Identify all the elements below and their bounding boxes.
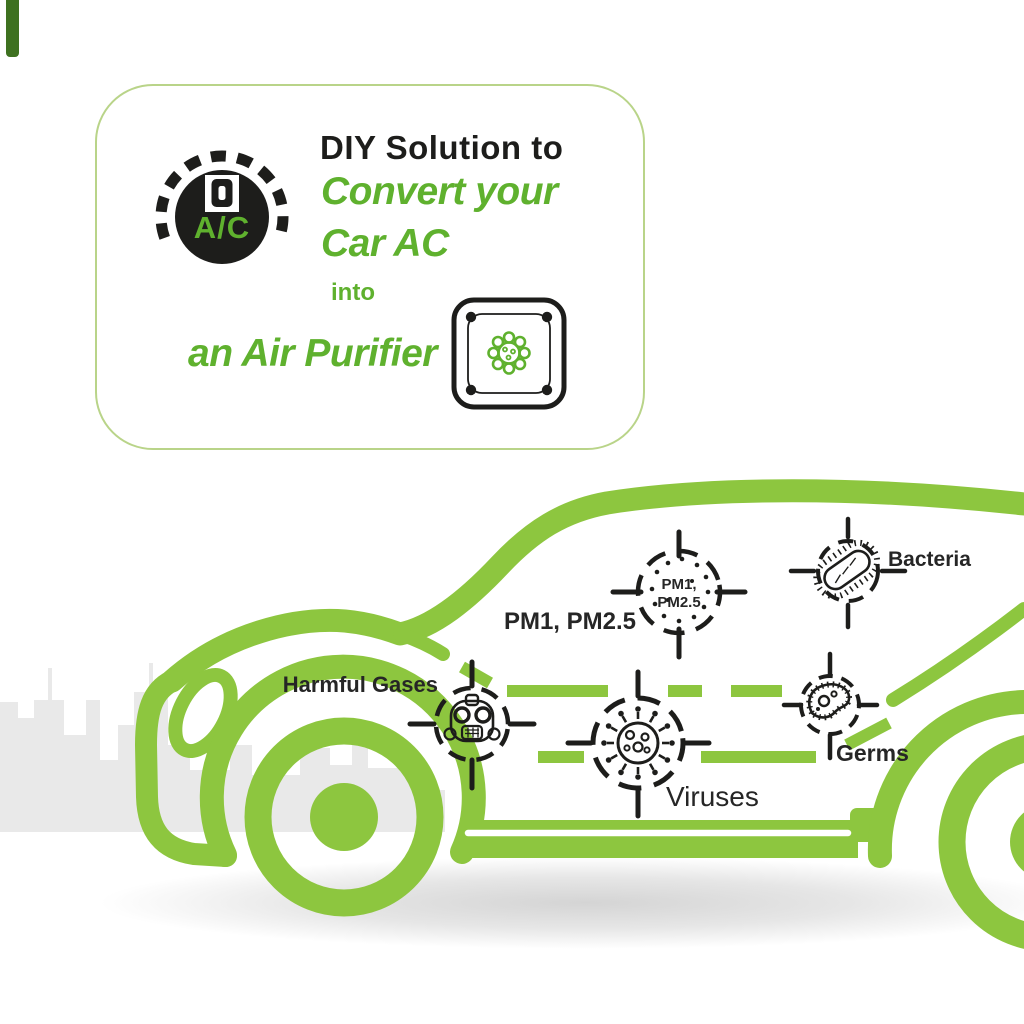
ac-knob-label: A/C bbox=[194, 210, 250, 245]
car-roofline bbox=[160, 479, 1024, 693]
filter-screw bbox=[541, 311, 553, 323]
pm-crosshair bbox=[610, 529, 748, 660]
beltline-rear bbox=[886, 602, 1024, 707]
virus-icon bbox=[487, 331, 531, 375]
filter-inner-frame bbox=[467, 313, 551, 394]
rear-wheel bbox=[938, 735, 1024, 949]
viruses-label: Viruses bbox=[666, 781, 759, 812]
rear-wheel-hub bbox=[1010, 812, 1024, 872]
ac-dial-ticks bbox=[155, 150, 289, 240]
germs-label: Germs bbox=[836, 740, 909, 766]
bacteria-crosshair bbox=[788, 516, 908, 630]
bacterium-icon bbox=[813, 539, 881, 600]
ground-shadow bbox=[100, 857, 1024, 949]
germs-target-icon bbox=[781, 651, 880, 761]
pm-label: PM1, PM2.5 bbox=[504, 608, 636, 635]
filter-screw bbox=[541, 384, 553, 396]
gas-mask-icon bbox=[443, 693, 501, 743]
harmful-gases-target-icon bbox=[407, 659, 537, 791]
filter-screw bbox=[465, 311, 477, 323]
headline-line2: Convert your bbox=[321, 170, 558, 213]
pm-inner-line2: PM2.5 bbox=[657, 594, 700, 611]
airflow-dashes-row2 bbox=[538, 717, 892, 763]
ac-knob-icon: A/C bbox=[155, 150, 289, 264]
headline-line3: Car AC bbox=[321, 222, 449, 265]
bacteria-target-icon bbox=[788, 516, 908, 630]
front-bumper bbox=[135, 670, 237, 867]
germs-crosshair bbox=[781, 651, 880, 761]
headline-line1: DIY Solution to bbox=[320, 129, 564, 166]
filter-screw bbox=[465, 384, 477, 396]
coronavirus-icon bbox=[601, 706, 675, 780]
front-wheel bbox=[244, 717, 444, 917]
bacteria-label: Bacteria bbox=[888, 548, 971, 571]
front-wheel-hub bbox=[310, 783, 378, 851]
pm-dots bbox=[649, 556, 711, 624]
germ-icon bbox=[806, 681, 852, 721]
gases-crosshair bbox=[407, 659, 537, 791]
corner-accent-bar bbox=[6, 0, 19, 57]
pm-inner-line1: PM1, bbox=[661, 576, 696, 593]
cabin-filter-icon bbox=[451, 297, 567, 410]
airflow-dashes-row1 bbox=[459, 661, 782, 697]
harmful-gases-label: Harmful Gases bbox=[283, 672, 438, 697]
viruses-target-icon bbox=[565, 669, 712, 819]
viruses-crosshair bbox=[565, 669, 712, 819]
filter-frame bbox=[451, 297, 567, 410]
headline-into: into bbox=[331, 279, 375, 306]
pm-target-icon: PM1, PM2.5 bbox=[610, 529, 748, 660]
beltline-front bbox=[393, 627, 450, 661]
headline-line5: an Air Purifier bbox=[188, 332, 437, 375]
ac-knob-circle bbox=[175, 170, 269, 264]
rear-wheel-arch bbox=[867, 690, 1024, 868]
